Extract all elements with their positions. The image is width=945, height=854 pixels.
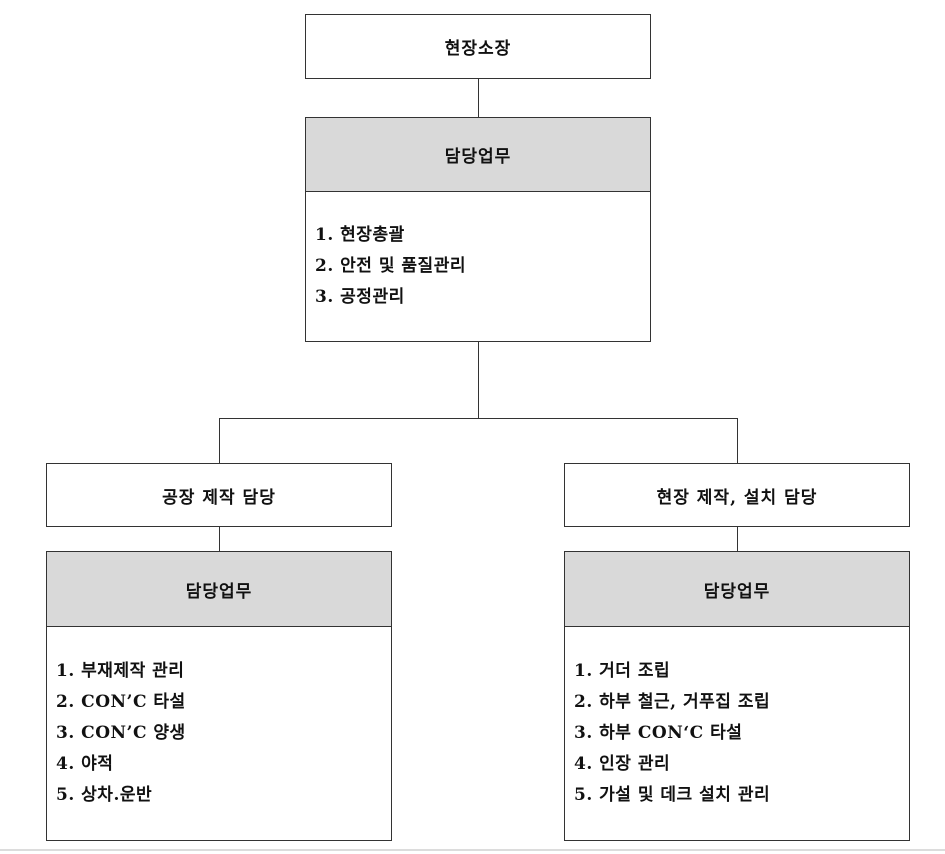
connector-top-to-duties [478,78,479,118]
top-duties-list: 1. 현장총괄 2. 안전 및 품질관리 3. 공정관리 [315,220,644,313]
connector-trunk [478,341,479,419]
connector-horizontal [219,418,738,419]
site-duty-item: 5. 가설 및 데크 설치 관리 [574,785,771,805]
top-duty-item: 1. 현장총괄 [315,225,405,245]
connector-left-to-duties [219,526,220,552]
site-duties-header: 담당업무 [565,552,909,627]
factory-production-label: 공장 제작 담당 [162,487,276,508]
factory-duties-header: 담당업무 [47,552,391,627]
site-duties-box: 담당업무 1. 거더 조립 2. 하부 철근, 거푸집 조립 3. 하부 CON… [564,551,910,841]
site-duties-list: 1. 거더 조립 2. 하부 철근, 거푸집 조립 3. 하부 CON‘C 타설… [574,656,903,811]
site-duty-item: 1. 거더 조립 [574,661,671,681]
factory-duty-item: 3. CON’C 양생 [56,723,186,743]
page-bottom-rule [0,849,945,851]
site-manager-box: 현장소장 [305,14,651,79]
factory-duty-item: 4. 야적 [56,754,114,774]
site-duty-item: 4. 인장 관리 [574,754,671,774]
factory-duty-item: 2. CON’C 타설 [56,692,186,712]
top-duties-box: 담당업무 1. 현장총괄 2. 안전 및 품질관리 3. 공정관리 [305,117,651,342]
top-duty-item: 3. 공정관리 [315,287,405,307]
top-duty-item: 2. 안전 및 품질관리 [315,256,466,276]
site-installation-box: 현장 제작, 설치 담당 [564,463,910,527]
factory-duties-header-label: 담당업무 [185,581,253,602]
factory-duties-box: 담당업무 1. 부재제작 관리 2. CON’C 타설 3. CON’C 양생 … [46,551,392,841]
factory-duties-list: 1. 부재제작 관리 2. CON’C 타설 3. CON’C 양생 4. 야적… [56,656,385,811]
connector-right-to-duties [737,526,738,552]
top-duties-header: 담당업무 [306,118,650,192]
site-duty-item: 2. 하부 철근, 거푸집 조립 [574,692,771,712]
connector-right-drop [737,418,738,464]
connector-left-drop [219,418,220,464]
site-installation-label: 현장 제작, 설치 담당 [656,487,818,508]
factory-duty-item: 1. 부재제작 관리 [56,661,185,681]
factory-duty-item: 5. 상차.운반 [56,785,153,805]
top-duties-header-label: 담당업무 [444,147,512,167]
site-duty-item: 3. 하부 CON‘C 타설 [574,723,743,743]
site-manager-label: 현장소장 [444,39,512,59]
factory-production-box: 공장 제작 담당 [46,463,392,527]
site-duties-header-label: 담당업무 [703,581,771,602]
